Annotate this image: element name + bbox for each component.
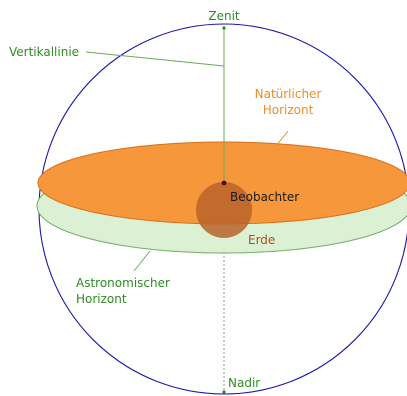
erde-label: Erde: [248, 233, 275, 247]
observer-dot: [221, 180, 227, 186]
natural-horizon-label-line2: Horizont: [263, 103, 314, 117]
zenith-point: [222, 26, 226, 30]
natural-horizon-leader: [275, 130, 289, 147]
astronomical-horizon-label-line1: Astronomischer: [76, 276, 170, 290]
earth-circle: [196, 182, 252, 238]
astronomical-horizon-label-line2: Horizont: [76, 292, 127, 306]
zenit-label: Zenit: [208, 9, 240, 23]
vertikallinie-label: Vertikallinie: [9, 45, 79, 59]
beobachter-label: Beobachter: [230, 190, 299, 204]
nadir-label: Nadir: [228, 376, 260, 390]
natural-horizon-label-line1: Natürlicher: [255, 87, 322, 101]
vertikallinie-leader: [85, 51, 225, 67]
nadir-point: [222, 390, 226, 394]
astronomical-horizon-leader: [133, 250, 151, 272]
